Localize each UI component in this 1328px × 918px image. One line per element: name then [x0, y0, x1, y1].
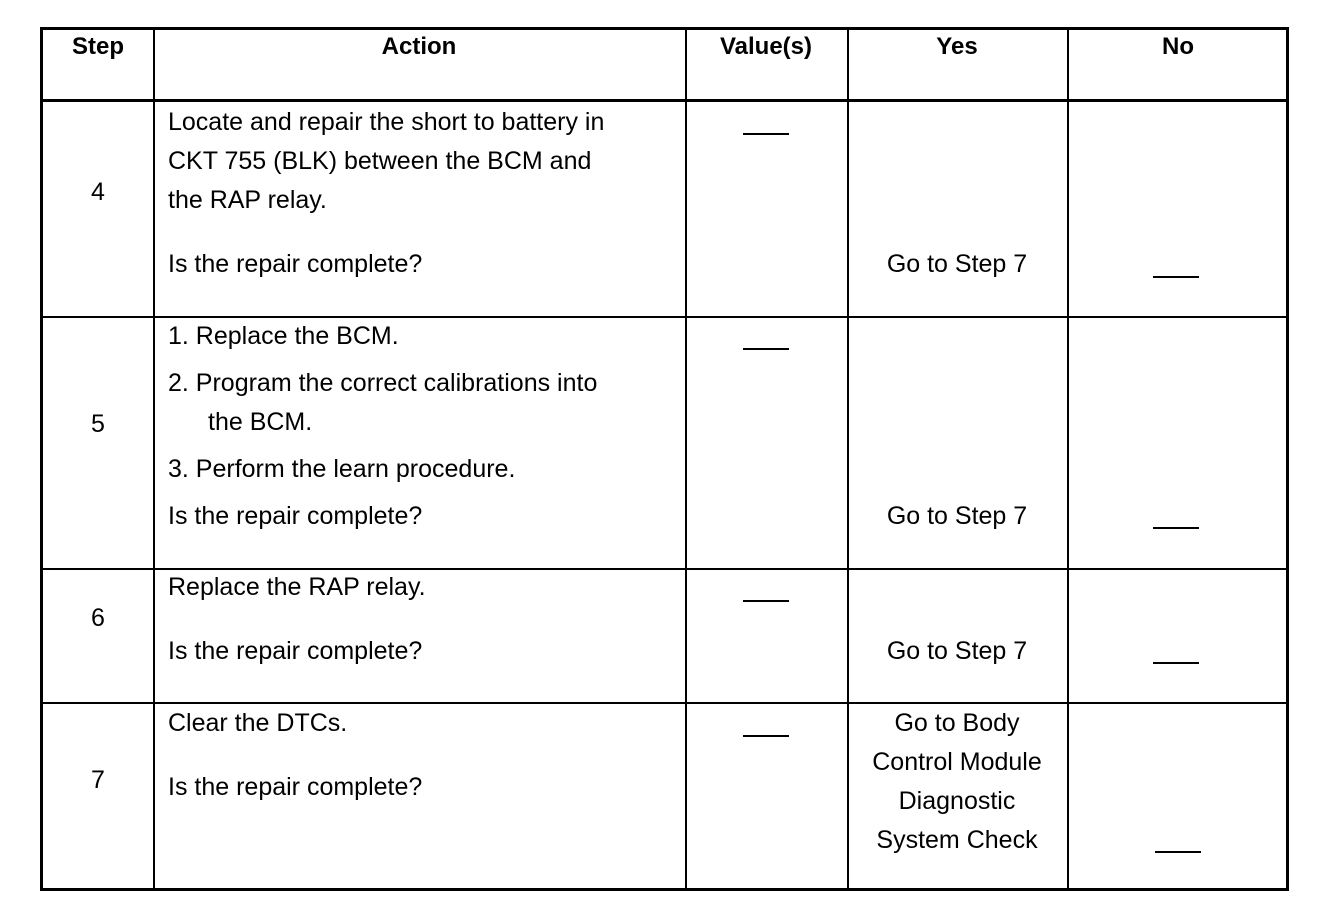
action-text: Locate and repair the short to battery i… [168, 108, 605, 136]
step-number: 4 [91, 178, 105, 206]
yes-action-line: Go to Body [894, 709, 1020, 737]
action-item: 1. Replace the BCM. [168, 322, 399, 350]
row-divider [43, 702, 1286, 704]
step-number: 7 [91, 766, 105, 794]
header-step: Step [71, 33, 124, 60]
no-dash [1153, 527, 1199, 529]
value-dash [743, 133, 789, 135]
action-item: 3. Perform the learn procedure. [168, 455, 516, 483]
column-divider [153, 30, 155, 888]
diagnostic-table [40, 27, 1289, 891]
row-divider [43, 568, 1286, 570]
action-item: the BCM. [208, 408, 313, 436]
yes-action-line: System Check [876, 826, 1038, 854]
no-dash [1155, 851, 1201, 853]
yes-action: Go to Step 7 [886, 250, 1028, 278]
value-dash [743, 600, 789, 602]
column-divider [847, 30, 849, 888]
no-dash [1153, 662, 1199, 664]
step-number: 5 [91, 410, 105, 438]
action-text: the RAP relay. [168, 186, 327, 214]
header-values: Value(s) [719, 33, 813, 60]
action-item: 2. Program the correct calibrations into [168, 369, 598, 397]
column-divider [1067, 30, 1069, 888]
no-dash [1153, 276, 1199, 278]
action-question: Is the repair complete? [168, 502, 423, 530]
value-dash [743, 348, 789, 350]
yes-action-line: Diagnostic [898, 787, 1016, 815]
column-divider [685, 30, 687, 888]
header-action: Action [381, 33, 457, 60]
action-text: Replace the RAP relay. [168, 573, 426, 601]
yes-action-line: Control Module [872, 748, 1042, 776]
action-text: Clear the DTCs. [168, 709, 348, 737]
action-question: Is the repair complete? [168, 773, 423, 801]
value-dash [743, 735, 789, 737]
row-divider [43, 316, 1286, 318]
action-question: Is the repair complete? [168, 637, 423, 665]
yes-action: Go to Step 7 [886, 502, 1028, 530]
header-yes: Yes [936, 33, 978, 60]
yes-action: Go to Step 7 [886, 637, 1028, 665]
header-no: No [1162, 33, 1194, 60]
action-text: CKT 755 (BLK) between the BCM and [168, 147, 592, 175]
step-number: 6 [91, 604, 105, 632]
row-divider [43, 99, 1286, 102]
action-question: Is the repair complete? [168, 250, 423, 278]
